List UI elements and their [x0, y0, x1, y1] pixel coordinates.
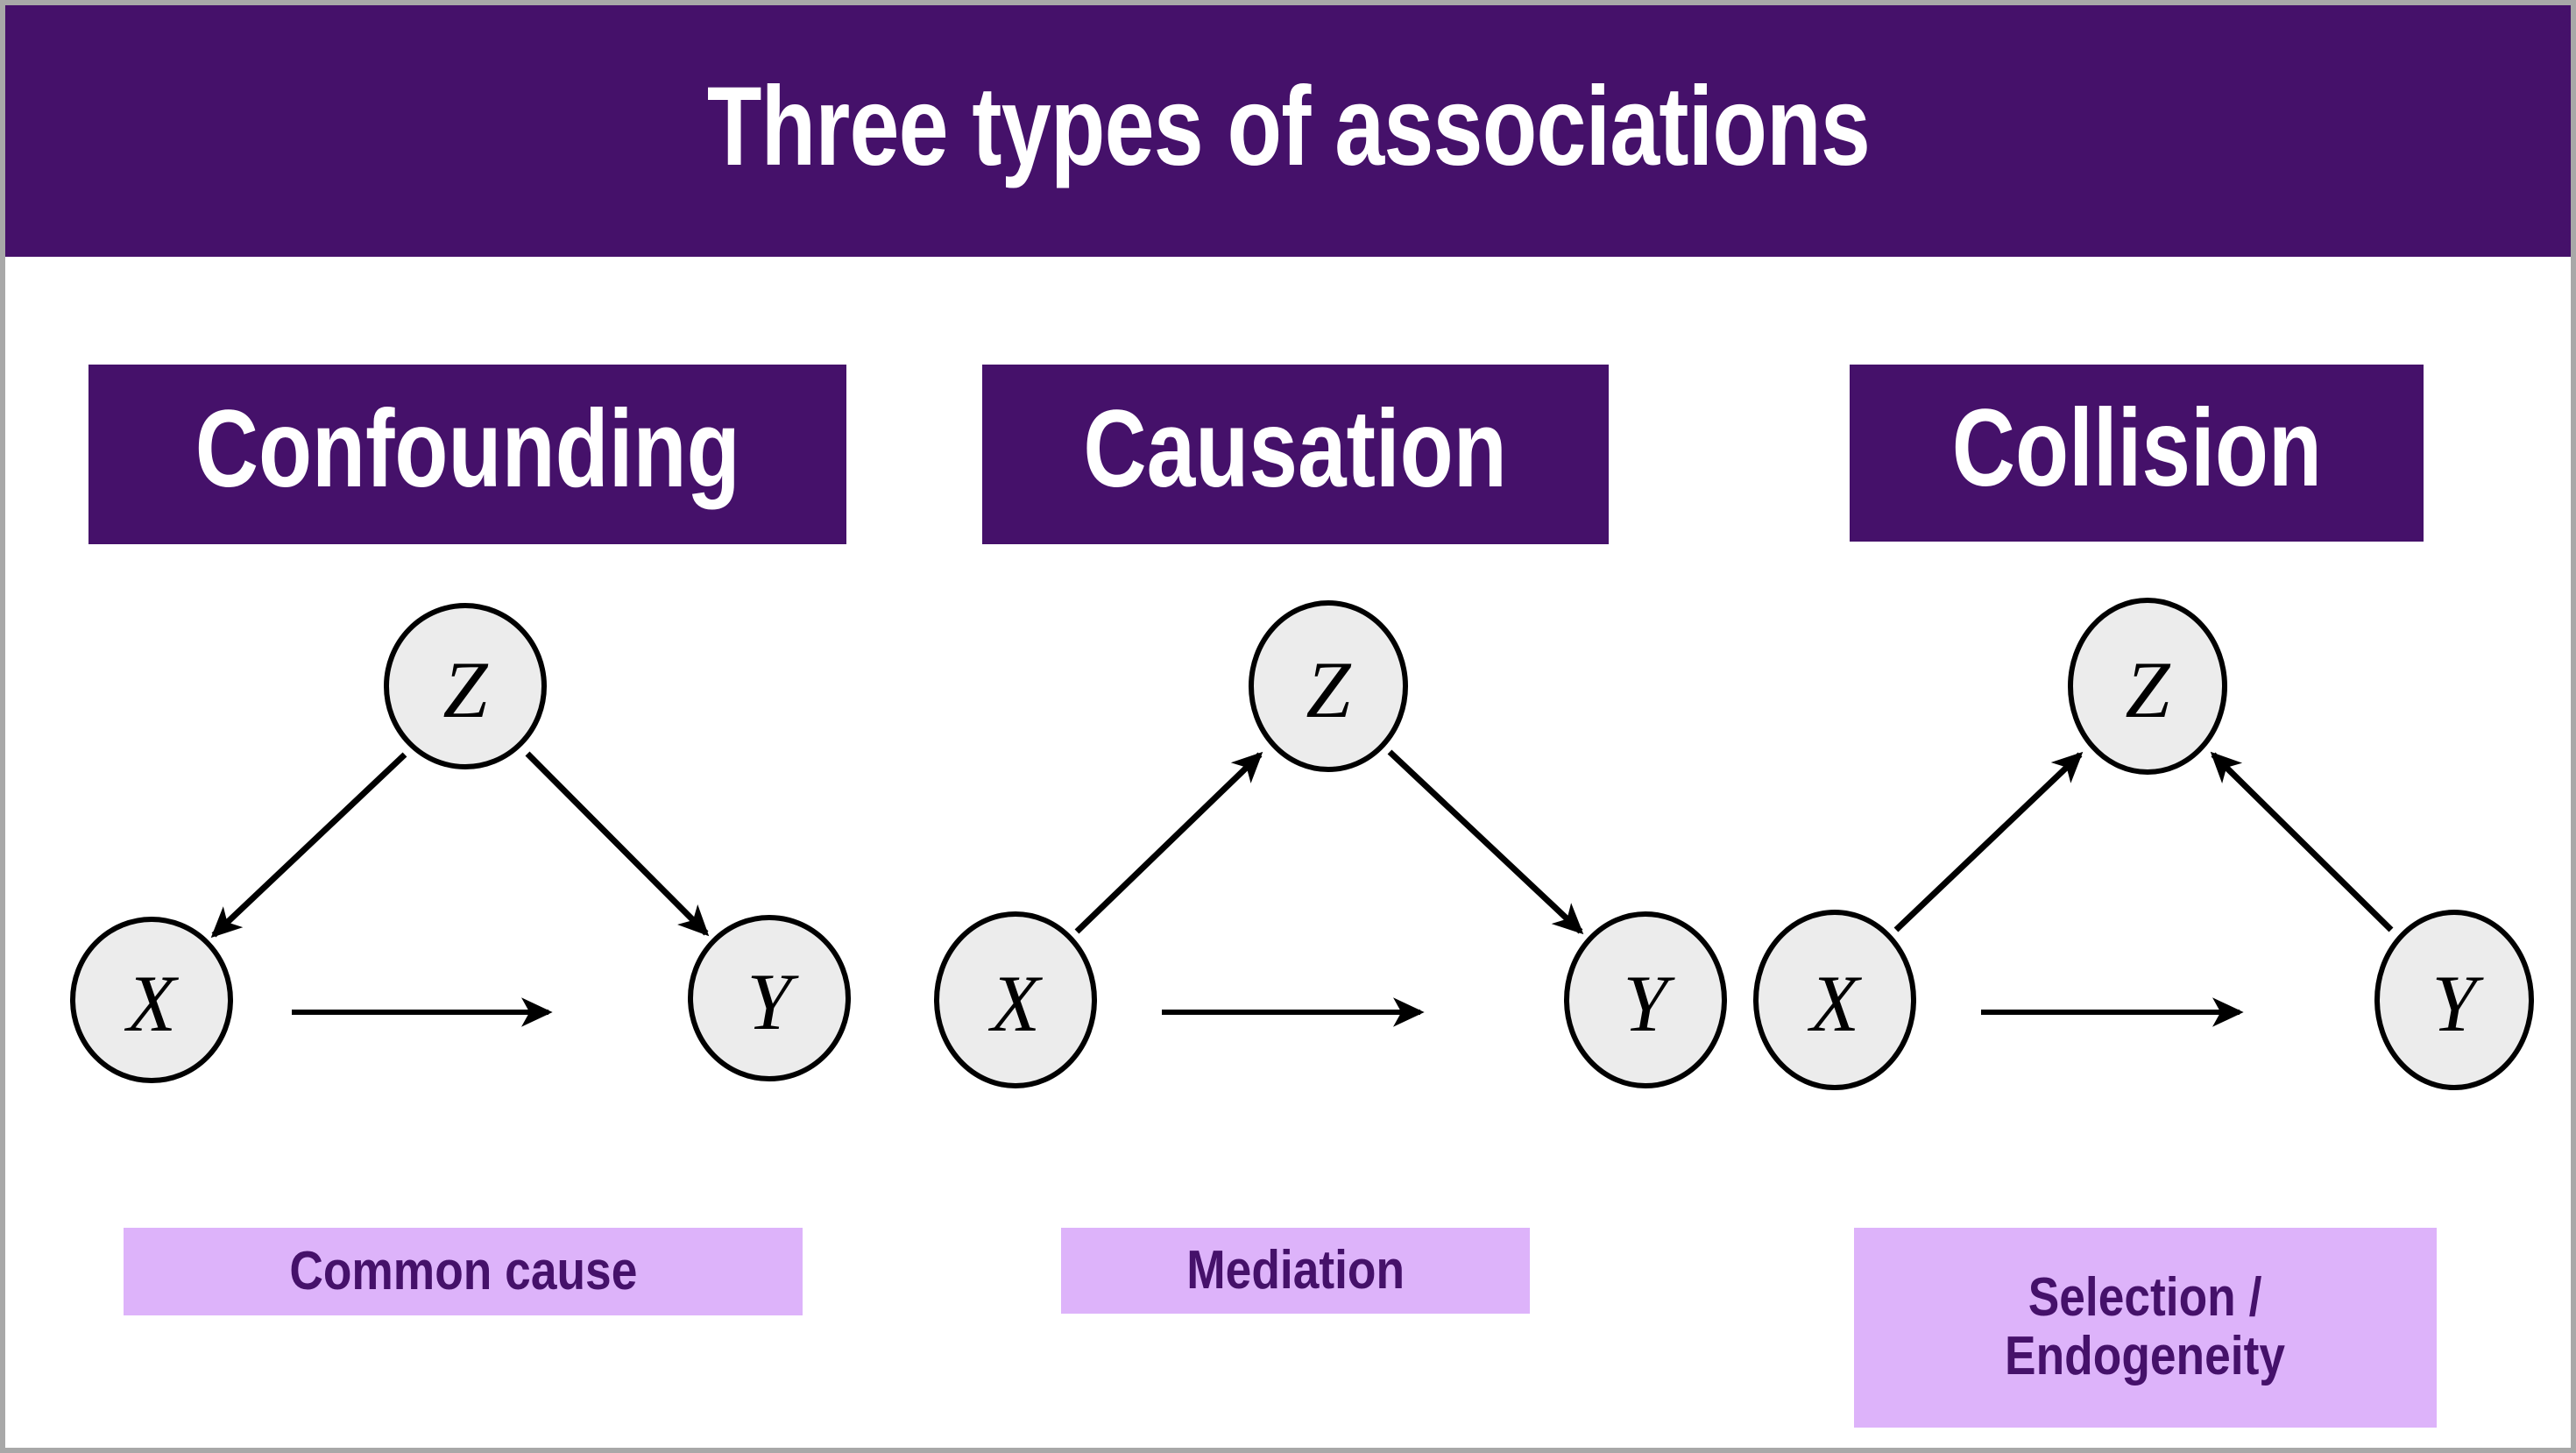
heading-chip-confounding: Confounding [88, 365, 846, 544]
dag-collision: Z X Y [1749, 581, 2571, 1133]
edge-z-to-y [525, 751, 710, 937]
node-label-y: Y [1623, 959, 1675, 1048]
heading-label-collision: Collision [1951, 386, 2322, 509]
node-label-x: X [1807, 959, 1863, 1048]
caption-chip-confounding: Common cause [124, 1228, 803, 1315]
dag-confounding: Z X Y [5, 581, 908, 1133]
heading-chip-causation: Causation [982, 365, 1609, 544]
node-x: X [934, 911, 1097, 1088]
edge-y-to-z [2210, 751, 2394, 932]
node-y: Y [2374, 910, 2534, 1090]
caption-line-2: Endogeneity [2005, 1326, 2286, 1386]
node-x: X [1753, 910, 1916, 1090]
node-x: X [70, 917, 233, 1083]
node-label-z: Z [442, 645, 488, 734]
node-z: Z [2068, 598, 2227, 775]
panel-causation: Causation [908, 257, 1749, 1448]
node-label-z: Z [2125, 645, 2170, 734]
node-z: Z [384, 603, 547, 769]
node-label-y: Y [2431, 959, 2484, 1048]
edge-z-to-x [210, 752, 407, 939]
caption-chip-causation: Mediation [1061, 1228, 1530, 1314]
node-label-z: Z [1306, 645, 1351, 734]
node-y: Y [1564, 911, 1727, 1088]
heading-label-causation: Causation [1083, 388, 1508, 510]
node-label-y: Y [747, 957, 799, 1046]
caption-line-1: Common cause [288, 1240, 638, 1301]
edge-x-to-z [1893, 751, 2084, 932]
node-z: Z [1249, 600, 1408, 772]
caption-line-1: Mediation [1186, 1239, 1405, 1301]
caption-line-1: Selection / [2028, 1267, 2262, 1329]
node-label-x: X [124, 959, 180, 1048]
node-label-x: X [987, 959, 1044, 1048]
heading-label-confounding: Confounding [195, 388, 740, 510]
dag-causation: Z X Y [908, 581, 1749, 1133]
page-title: Three types of associations [706, 63, 1870, 189]
edge-x-to-z [1074, 751, 1263, 934]
heading-chip-collision: Collision [1850, 365, 2424, 542]
caption-chip-collision: Selection / Endogeneity [1854, 1228, 2437, 1428]
panel-confounding: Confounding [5, 257, 908, 1448]
panel-collision: Collision [1749, 257, 2571, 1448]
node-y: Y [688, 915, 851, 1081]
title-banner: Three types of associations [5, 5, 2571, 257]
edge-z-to-y [1387, 749, 1584, 935]
